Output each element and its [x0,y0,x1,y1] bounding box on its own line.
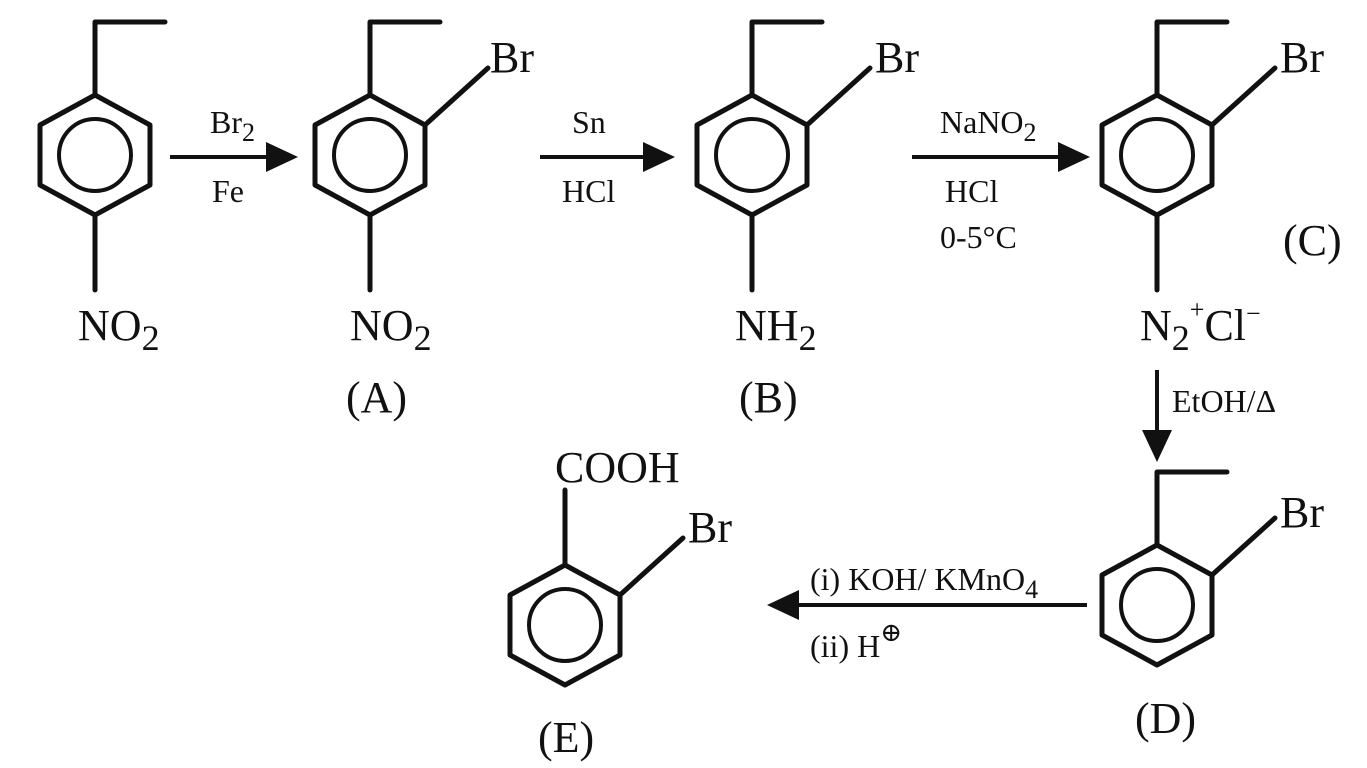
benzene-ring [312,92,428,218]
compound-b: Br NH2 (B) [694,19,919,422]
reagent-sn: Sn [572,104,606,140]
reagent-hcl: HCl [945,173,998,209]
reaction-arrow-2: Sn HCl [540,104,675,209]
reagent-nano2: NaNO2 [940,104,1037,147]
compound-d: Br (D) [1099,469,1324,743]
ethyl-chain [1154,469,1230,548]
reagent-koh-kmno4: (i) KOH/ KMnO4 [810,561,1038,604]
compound-e: COOH Br (E) [507,443,732,762]
arrow-head [266,142,298,172]
compound-label-c: (C) [1283,216,1342,265]
bromo-bond [617,535,686,598]
benzene-ring [1099,542,1215,668]
starting-material: NO2 [37,19,168,358]
diazonium-label: N2+Cl− [1140,295,1261,358]
bromo-label: Br [1280,33,1324,82]
benzene-ring [694,92,810,218]
ethyl-chain [749,19,825,98]
compound-label-e: (E) [538,713,594,762]
bromo-label: Br [875,33,919,82]
bromo-label: Br [688,503,732,552]
bromo-bond [804,65,873,128]
aromatic-circle [57,117,133,193]
reaction-arrow-5: (i) KOH/ KMnO4 (ii) H⊕ [767,561,1087,664]
arrow-head [643,142,675,172]
reaction-arrow-4: EtOH/Δ [1142,370,1276,462]
compound-a: Br NO2 (A) [312,19,534,422]
reagent-hcl: HCl [562,173,615,209]
aromatic-circle [1119,117,1195,193]
bromo-label: Br [490,33,534,82]
reaction-arrow-3: NaNO2 HCl 0-5°C [912,104,1090,255]
reagent-etoh-heat: EtOH/Δ [1172,383,1276,419]
ethyl-chain [1154,19,1230,98]
compound-label-d: (D) [1135,694,1196,743]
benzene-ring [507,562,623,688]
ethyl-chain [367,19,443,98]
nitro-group-label: NO2 [350,301,432,358]
benzene-ring [1099,92,1215,218]
reagent-temperature: 0-5°C [940,219,1017,255]
reaction-arrow-1: Br2 Fe [170,104,298,209]
arrow-head [767,590,799,620]
bromo-bond [1209,65,1278,128]
bromo-bond [1209,515,1278,578]
compound-c: Br N2+Cl− (C) [1099,19,1342,358]
reagent-fe: Fe [212,173,244,209]
ethyl-chain [92,19,168,98]
reagent-br2: Br2 [210,104,255,147]
bromo-bond [422,65,491,128]
reagent-acid: (ii) H⊕ [810,618,902,664]
aromatic-circle [332,117,408,193]
benzene-ring [37,92,153,218]
bromo-label: Br [1280,488,1324,537]
amino-group-label: NH2 [735,301,817,358]
aromatic-circle [527,587,603,663]
arrow-head [1142,430,1172,462]
arrow-head [1058,142,1090,172]
carboxyl-label: COOH [555,443,680,492]
nitro-group-label: NO2 [78,301,160,358]
aromatic-circle [1119,567,1195,643]
compound-label-a: (A) [346,373,407,422]
compound-label-b: (B) [739,373,798,422]
aromatic-circle [714,117,790,193]
